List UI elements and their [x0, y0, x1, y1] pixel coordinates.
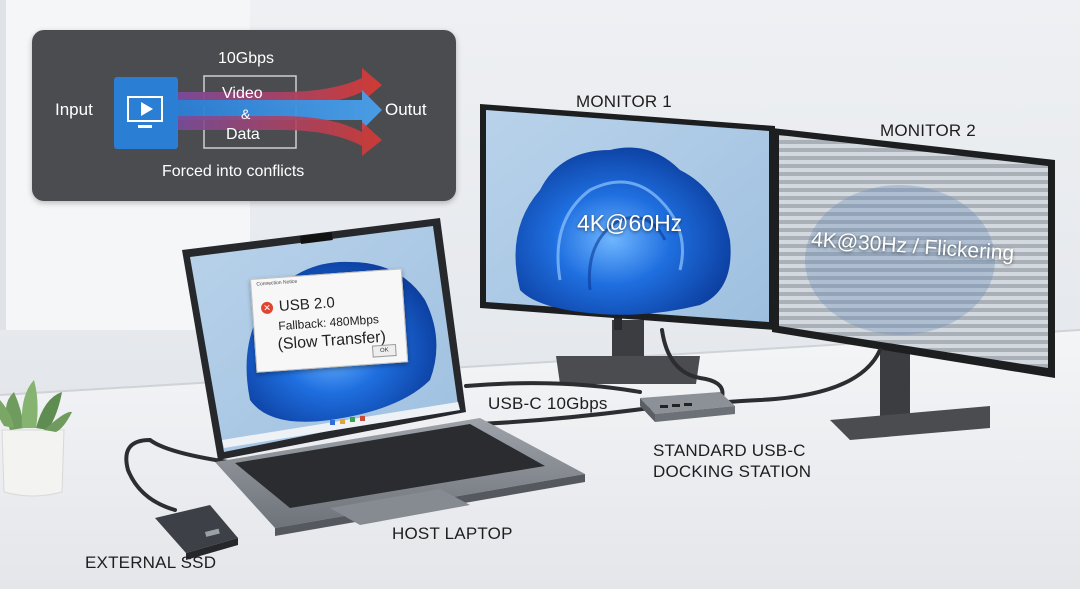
monitor-2 — [772, 128, 1055, 440]
dialog-line-1: USB 2.0 — [278, 294, 336, 316]
input-label: Input — [55, 100, 93, 119]
dialog-ok-button[interactable]: OK — [371, 343, 397, 358]
keyboard — [235, 424, 545, 508]
taskbar — [222, 402, 460, 448]
error-icon: ✕ — [260, 301, 274, 315]
external-ssd — [155, 505, 238, 560]
display-icon — [127, 96, 163, 122]
flow-graphic — [114, 68, 382, 156]
potted-plant — [0, 380, 72, 497]
monitor-1 — [480, 104, 775, 384]
bloom-wallpaper — [515, 147, 731, 315]
dock-label-2: DOCKING STATION — [653, 462, 812, 481]
docking-station — [640, 392, 735, 422]
monitor-2-label: MONITOR 2 — [880, 121, 976, 140]
ssd-label: EXTERNAL SSD — [85, 553, 217, 572]
bandwidth-label: 10Gbps — [218, 50, 275, 67]
red-arrow-bottom — [178, 116, 382, 156]
monitor-1-label: MONITOR 1 — [576, 92, 672, 111]
data-label: Data — [226, 126, 260, 143]
cable-label: USB-C 10Gbps — [488, 394, 608, 413]
laptop-label: HOST LAPTOP — [392, 524, 513, 543]
monitor-1-resolution: 4K@60Hz — [577, 210, 683, 236]
red-arrow-top — [178, 68, 382, 106]
bandwidth-diagram: 10Gbps Input Video & Data Outut Forced i… — [32, 30, 456, 201]
output-label: Outut — [385, 100, 427, 119]
trackpad — [330, 489, 470, 525]
dialog-line-3: (Slow Transfer) — [277, 328, 387, 354]
amp-label: & — [241, 106, 251, 122]
dock-label-1: STANDARD USB-C — [653, 441, 806, 460]
flicker-screen — [779, 135, 1048, 368]
conflict-caption: Forced into conflicts — [162, 163, 305, 180]
usb-fallback-dialog: Connection Notice ✕ USB 2.0 Fallback: 48… — [250, 268, 409, 373]
dialog-title: Connection Notice — [256, 278, 298, 288]
video-label: Video — [222, 85, 263, 102]
